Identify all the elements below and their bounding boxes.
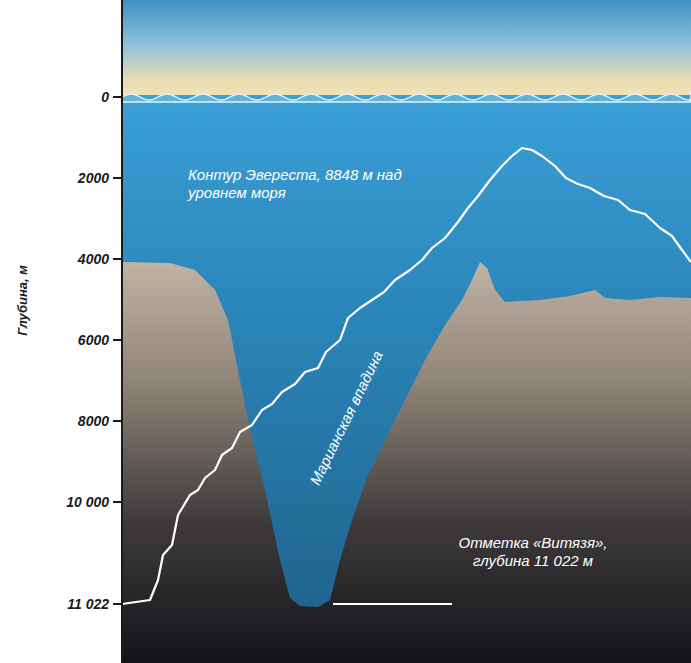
sea-surface (122, 92, 691, 102)
axis-title: Глубина, м (15, 265, 30, 336)
tick-marks (113, 97, 122, 604)
depth-tick: 8000 (78, 413, 109, 429)
depth-tick: 4000 (78, 251, 109, 267)
depth-tick: 0 (101, 89, 109, 105)
depth-tick: 10 000 (66, 494, 109, 510)
depth-tick: 6000 (78, 332, 109, 348)
everest-note: Контур Эвереста, 8848 м над уровнем моря (188, 166, 463, 202)
water (122, 95, 691, 663)
everest-outline (122, 148, 691, 604)
leader-line (333, 603, 452, 605)
axis-line (121, 0, 123, 663)
depth-tick: 2000 (78, 170, 109, 186)
seafloor (122, 262, 691, 663)
sky (122, 0, 691, 100)
depth-tick: 11 022 (67, 596, 109, 612)
vityaz-note: Отметка «Витязя», глубина 11 022 м (458, 534, 608, 570)
